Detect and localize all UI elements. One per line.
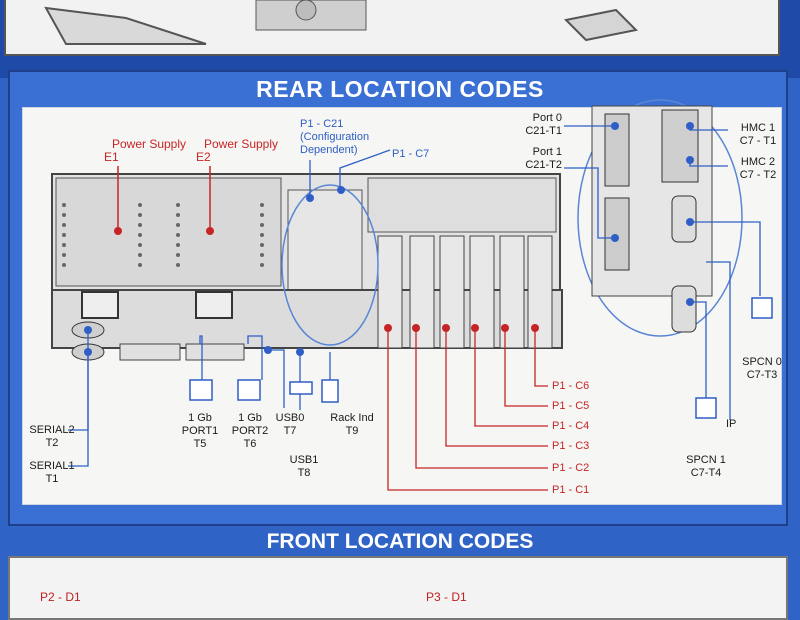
config-dependent-label: P1 - C21 (Configuration Dependent) bbox=[300, 118, 390, 157]
rack-ind-name: Rack Ind bbox=[330, 412, 374, 424]
rear-diagram-lines bbox=[51, 99, 773, 491]
power-supply-e1-label: Power Supply E1 bbox=[104, 138, 194, 164]
serial1-code: T1 bbox=[45, 473, 59, 485]
gb-port1-name: 1 Gb bbox=[188, 412, 212, 424]
serial2-code: T2 bbox=[45, 437, 59, 449]
gb-port2-sub: PORT2 bbox=[231, 425, 269, 437]
front-title: FRONT LOCATION CODES bbox=[266, 530, 534, 553]
usb1-name: USB1 bbox=[289, 454, 319, 466]
port1-label: Port 1 C21-T2 bbox=[500, 146, 562, 172]
spcn0-label: SPCN 0 C7-T3 bbox=[734, 356, 790, 382]
hmc1-label: HMC 1 C7 - T1 bbox=[728, 122, 788, 148]
slot-p1-c6-label: P1 - C6 bbox=[552, 380, 590, 392]
spcn1-code: C7-T4 bbox=[690, 467, 722, 479]
rear-title: REAR LOCATION CODES bbox=[256, 76, 544, 102]
slot-p1-c4-label: P1 - C4 bbox=[552, 420, 590, 432]
power-supply-e2-name: Power Supply bbox=[203, 137, 279, 151]
port1-code: C21-T2 bbox=[525, 159, 562, 171]
hmc2-label: HMC 2 C7 - T2 bbox=[728, 156, 788, 182]
port0-code: C21-T1 bbox=[525, 125, 562, 137]
power-supply-e1-name: Power Supply bbox=[111, 137, 187, 151]
spcn1-label: SPCN 1 C7-T4 bbox=[676, 454, 736, 480]
gb-port2-label: 1 Gb PORT2 T6 bbox=[226, 412, 274, 451]
power-supply-e2-label: Power Supply E2 bbox=[196, 138, 286, 164]
usb1-label: USB1 T8 bbox=[284, 454, 324, 480]
rack-ind-label: Rack Ind T9 bbox=[322, 412, 382, 438]
gb-port1-code: T5 bbox=[193, 438, 207, 450]
serial2-name: SERIAL2 bbox=[29, 424, 75, 436]
p1-c7-label: P1 - C7 bbox=[392, 148, 430, 160]
usb0-label: USB0 T7 bbox=[270, 412, 310, 438]
slot-p1-c2-label: P1 - C2 bbox=[552, 462, 590, 474]
top-diagram-drawing bbox=[44, 0, 639, 45]
hmc2-name: HMC 2 bbox=[740, 156, 776, 168]
power-supply-e2-code: E2 bbox=[196, 150, 211, 164]
config-line2: (Configuration bbox=[300, 131, 370, 143]
slot-p1-c3-label: P1 - C3 bbox=[552, 440, 590, 452]
top-diagram-card bbox=[4, 0, 780, 56]
hmc1-code: C7 - T1 bbox=[739, 135, 777, 147]
spcn0-code: C7-T3 bbox=[746, 369, 778, 381]
ip-label: IP bbox=[726, 418, 737, 430]
gb-port1-sub: PORT1 bbox=[181, 425, 219, 437]
power-supply-e1-code: E1 bbox=[104, 150, 119, 164]
usb0-name: USB0 bbox=[275, 412, 305, 424]
slot-p1-c5-label: P1 - C5 bbox=[552, 400, 590, 412]
serial1-name: SERIAL1 bbox=[29, 460, 75, 472]
serial1-label: SERIAL1 T1 bbox=[24, 460, 80, 486]
config-line1: P1 - C21 bbox=[300, 118, 344, 130]
front-left-code: P2 - D1 bbox=[40, 590, 81, 604]
front-location-card bbox=[8, 556, 788, 620]
gb-port2-name: 1 Gb bbox=[238, 412, 262, 424]
port1-name: Port 1 bbox=[532, 146, 562, 158]
port0-name: Port 0 bbox=[532, 112, 562, 124]
hmc1-name: HMC 1 bbox=[740, 122, 776, 134]
gb-port1-label: 1 Gb PORT1 T5 bbox=[176, 412, 224, 451]
usb0-code: T7 bbox=[283, 425, 297, 437]
gb-port2-code: T6 bbox=[243, 438, 257, 450]
hmc2-code: C7 - T2 bbox=[739, 169, 777, 181]
serial2-label: SERIAL2 T2 bbox=[24, 424, 80, 450]
spcn1-name: SPCN 1 bbox=[686, 454, 726, 466]
rack-ind-code: T9 bbox=[345, 425, 359, 437]
slot-p1-c1-label: P1 - C1 bbox=[552, 484, 590, 496]
usb1-code: T8 bbox=[297, 467, 311, 479]
config-line3: Dependent) bbox=[300, 144, 358, 156]
port0-label: Port 0 C21-T1 bbox=[500, 112, 562, 138]
spcn0-name: SPCN 0 bbox=[742, 356, 782, 368]
front-right-code: P3 - D1 bbox=[426, 590, 467, 604]
